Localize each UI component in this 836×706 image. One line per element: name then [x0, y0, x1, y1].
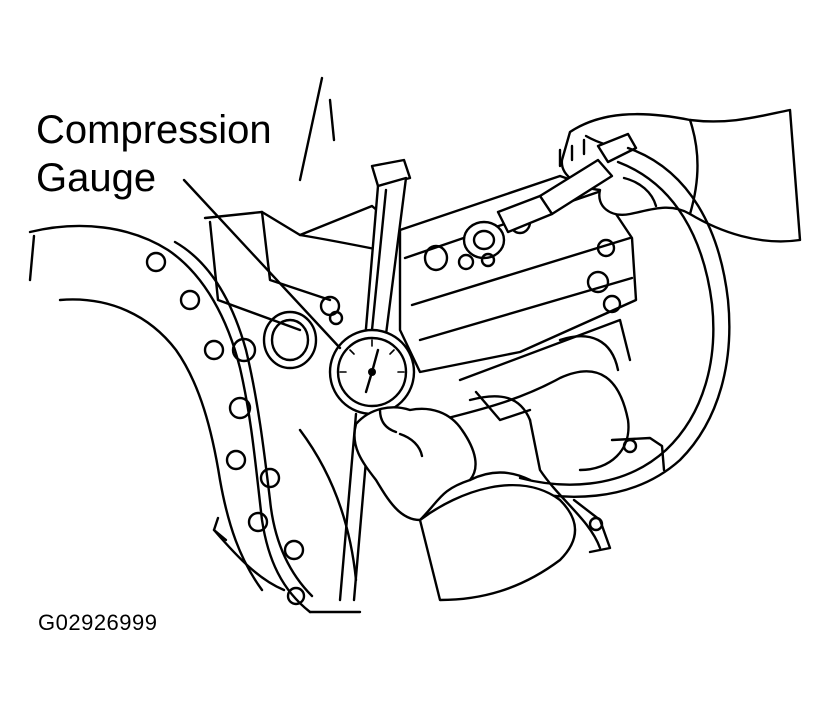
- lower-hand: [353, 406, 577, 602]
- figure-id: G02926999: [38, 610, 158, 635]
- timing-cover-housing: [28, 224, 362, 614]
- callout-label-line2: Gauge: [36, 156, 157, 200]
- compression-hose-and-adapter: [457, 132, 731, 498]
- callout-leader-line: [182, 178, 342, 350]
- gauge-assembly: [328, 158, 416, 602]
- upper-reference-lines: [298, 76, 336, 182]
- callout-label-line1: Compression: [36, 108, 272, 152]
